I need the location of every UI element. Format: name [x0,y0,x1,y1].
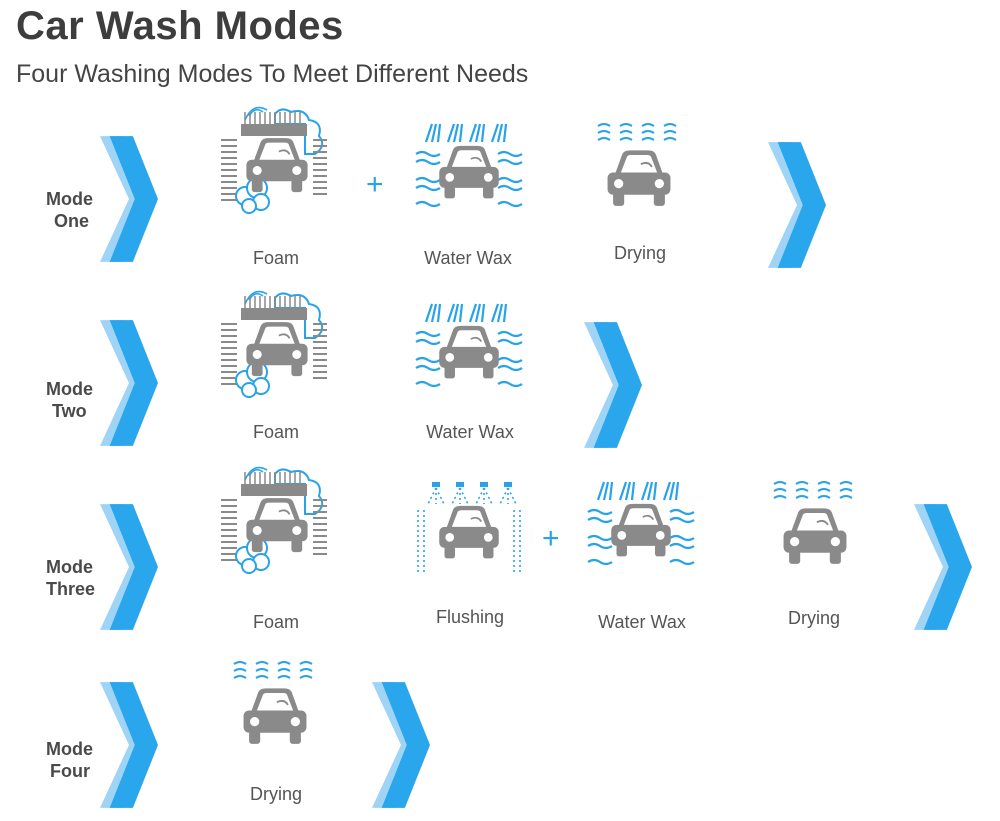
drying-car-icon [597,123,677,207]
flushing-car-icon [414,480,524,580]
step-label: Foam [252,612,299,632]
plus-sign: + [366,168,384,201]
step-water-wax [576,478,706,578]
plus-sign: + [542,522,560,555]
drying-car-icon [233,661,313,745]
mode-four-row: Mode Four Drying [0,661,1000,820]
step-label: Water Wax [424,248,512,268]
step-label: Flushing [435,607,505,627]
step-label: Drying [613,243,666,263]
water-wax-car-icon [586,478,696,578]
step-label: Water Wax [598,612,686,632]
mode-one-label: Mode One [46,188,106,232]
mode-four-end-chevron-icon [372,680,430,810]
mode-label-line2: One [54,211,90,231]
mode-four-label: Mode Four [46,738,106,782]
step-foam [214,104,344,214]
step-foam [214,288,344,398]
mode-three-end-chevron-icon [914,502,972,632]
step-drying [750,480,880,580]
page-title: Car Wash Modes [16,4,344,48]
mode-label-line2: Three [46,579,96,599]
mode-two-end-chevron-icon [584,320,642,450]
mode-label-line1: Mode [46,379,93,399]
step-label: Foam [252,422,299,442]
mode-label-line1: Mode [46,557,93,577]
step-foam [214,464,344,574]
step-water-wax [404,300,534,400]
water-wax-car-icon [414,120,524,220]
mode-one-chevron-icon [100,134,158,264]
mode-two-row: Mode Two Foam Water Wax [0,318,1000,458]
mode-label-line1: Mode [46,739,93,759]
mode-three-chevron-icon [100,502,158,632]
mode-four-chevron-icon [100,680,158,810]
mode-two-label: Mode Two [46,378,106,422]
mode-label-line2: Four [50,761,90,781]
step-label: Drying [249,784,302,804]
water-wax-car-icon [414,300,524,400]
step-label: Foam [252,248,299,268]
mode-one-end-chevron-icon [768,140,826,270]
mode-three-row: Mode Three Foam Flushing + Water Wax Dry… [0,500,1000,640]
drying-car-icon [773,481,853,565]
step-flushing [404,480,534,580]
foam-brush-car-icon [219,288,339,398]
step-drying [574,122,704,222]
foam-brush-car-icon [219,464,339,574]
page-subtitle: Four Washing Modes To Meet Different Nee… [16,60,529,88]
step-label: Drying [787,608,840,628]
mode-label-line2: Two [52,401,87,421]
step-label: Water Wax [426,422,514,442]
mode-label-line1: Mode [46,189,93,209]
mode-two-chevron-icon [100,318,158,448]
foam-brush-car-icon [219,104,339,214]
step-drying [210,660,340,760]
mode-three-label: Mode Three [46,556,106,600]
step-water-wax [404,120,534,220]
mode-one-row: Mode One Foam + Water Wax Drying [0,130,1000,280]
